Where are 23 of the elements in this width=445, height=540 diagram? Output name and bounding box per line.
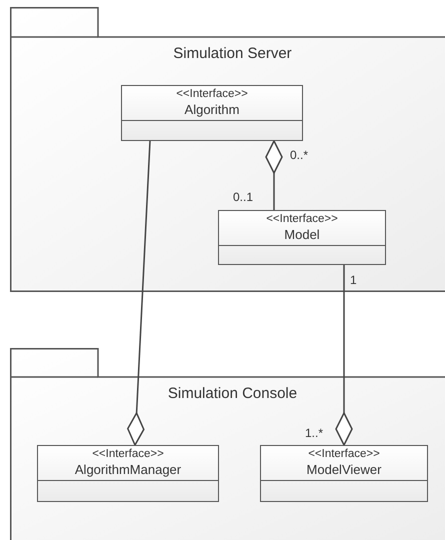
stereotype-label: <<Interface>> [266, 212, 338, 226]
stereotype-label: <<Interface>> [176, 87, 248, 101]
stereotype-label: <<Interface>> [308, 447, 380, 461]
multiplicity-label: 1 [350, 273, 357, 287]
package-symbol [10, 348, 445, 540]
class-box [121, 85, 303, 141]
class-name: Algorithm [184, 101, 240, 118]
class-name: AlgorithmManager [74, 461, 182, 478]
multiplicity-label: 0..1 [233, 190, 254, 204]
association-line [127, 140, 151, 446]
stereotype-label: <<Interface>> [92, 447, 164, 461]
multiplicity-label: 1..* [305, 426, 324, 440]
class-box [218, 210, 386, 265]
class-name: Model [284, 226, 320, 243]
multiplicity-label: 0..* [290, 148, 308, 162]
class-box [260, 445, 428, 502]
association-line [335, 265, 353, 446]
package-name: Simulation Console [168, 385, 298, 402]
package-name: Simulation Server [173, 45, 292, 62]
class-box [37, 445, 219, 502]
package-symbol [10, 7, 445, 292]
association-line [265, 140, 283, 210]
class-name: ModelViewer [306, 461, 382, 478]
